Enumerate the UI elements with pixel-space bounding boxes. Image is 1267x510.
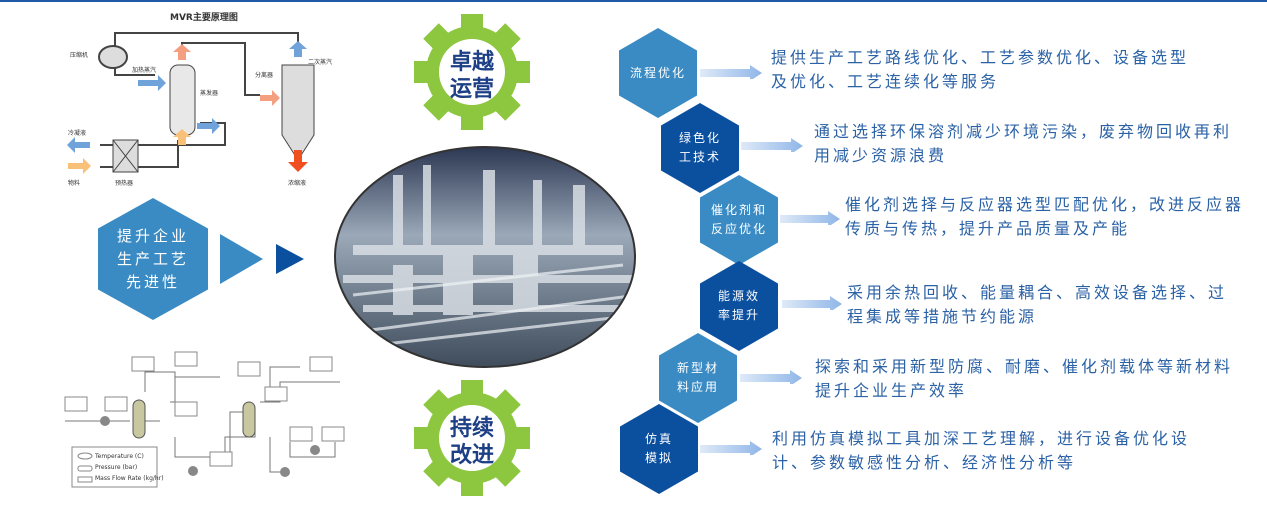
label-feed: 物料 (68, 179, 80, 187)
svg-text:运营: 运营 (450, 76, 494, 102)
mvr-title: MVR主要原理图 (170, 11, 238, 23)
arrow-icon (780, 211, 840, 225)
mvr-diagram: MVR主要原理图 压缩机 加热蒸汽 蒸发器 分离器 二次蒸汽 冷凝液 物料 预热… (67, 11, 332, 187)
legend-pressure: Pressure (bar) (95, 464, 137, 471)
desc-catalyst-reaction: 催化剂选择与反应器选型匹配优化，改进反应器传质与传热，提升产品质量及产能 (845, 195, 1245, 238)
legend-temperature: Temperature (C) (94, 453, 144, 460)
evaporator-icon (169, 64, 196, 136)
label-heating-steam: 加热蒸汽 (132, 66, 156, 74)
gear-improvement: 持续 改进 (414, 380, 530, 496)
arrow-icon (700, 65, 762, 79)
desc-energy-efficiency: 采用余热回收、能量耦合、高效设备选择、过程集成等措施节约能源 (847, 283, 1228, 326)
arrow-icon (782, 296, 842, 310)
arrow-icon (700, 441, 762, 455)
hex-new-materials: 新型材料应用 (659, 333, 737, 423)
hex-catalyst-reaction: 催化剂和反应优化 (700, 175, 778, 265)
gear-excellence: 卓越 运营 (414, 14, 530, 130)
hex-energy-efficiency: 能源效率提升 (700, 261, 778, 351)
svg-text:持续: 持续 (450, 415, 494, 441)
arrow-icon (741, 138, 803, 152)
desc-new-materials: 探索和采用新型防腐、耐磨、催化剂载体等新材料提升企业生产效率 (815, 357, 1234, 400)
plant-photo (334, 146, 636, 368)
top-border (0, 0, 1267, 2)
label-concentrate: 浓缩液 (288, 179, 306, 187)
label-preheater: 预热器 (115, 179, 133, 187)
triangle-icon (276, 244, 304, 274)
arrow-icon (740, 370, 802, 384)
label-separator: 分离器 (255, 71, 273, 79)
svg-text:改进: 改进 (450, 442, 494, 468)
label-compressor: 压缩机 (70, 51, 88, 59)
label-condensate: 冷凝液 (68, 129, 86, 137)
legend-mass-flow: Mass Flow Rate (kg/hr) (95, 475, 164, 482)
desc-simulation: 利用仿真模拟工具加深工艺理解，进行设备优化设计、参数敏感性分析、经济性分析等 (772, 429, 1191, 472)
hex-process-optimization: 流程优化 (619, 28, 697, 118)
desc-green-chemistry: 通过选择环保溶剂减少环境污染，废弃物回收再利用减少资源浪费 (814, 122, 1233, 165)
label-evaporator: 蒸发器 (200, 89, 218, 97)
label-secondary-steam: 二次蒸汽 (308, 58, 332, 66)
svg-text:卓越: 卓越 (450, 49, 495, 75)
process-flow-diagram: Temperature (C) Pressure (bar) Mass Flow… (64, 351, 345, 488)
hex-green-chemistry: 绿色化工技术 (661, 103, 739, 193)
separator-icon (281, 64, 315, 161)
arrow-triangles (220, 234, 304, 284)
goal-hexagon: 提升企业生产工艺先进性 (98, 198, 208, 320)
desc-process-optimization: 提供生产工艺路线优化、工艺参数优化、设备选型及优化、工艺连续化等服务 (771, 48, 1190, 91)
hex-simulation: 仿真模拟 (620, 404, 698, 494)
triangle-icon (220, 234, 263, 284)
compressor-icon (98, 45, 128, 69)
